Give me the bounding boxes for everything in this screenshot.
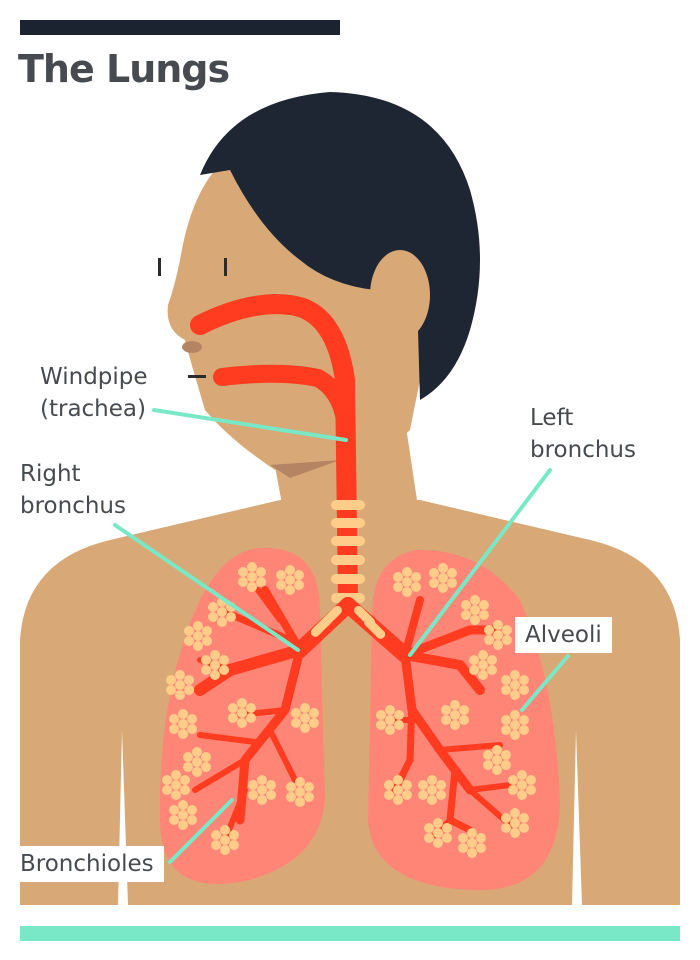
label-left-bronchus: Left bronchus <box>530 405 636 463</box>
windpipe-leader-line <box>152 408 348 442</box>
bronchus-rings <box>310 605 386 639</box>
left-bronchus-leader-line <box>408 468 552 657</box>
right-bronchus-leader-line <box>113 523 300 652</box>
page-title: The Lungs <box>18 47 230 91</box>
label-windpipe: Windpipe (trachea) <box>40 364 148 422</box>
leader-lines <box>113 408 570 864</box>
trachea-rings <box>331 500 365 603</box>
alveoli-leader-line <box>520 654 570 712</box>
airway <box>190 294 358 610</box>
label-bronchioles: Bronchioles <box>10 846 164 882</box>
label-alveoli: Alveoli <box>515 617 612 653</box>
label-right-bronchus: Right bronchus <box>20 461 126 519</box>
footer-bar <box>20 926 680 941</box>
bronchioles-leader-line <box>168 798 234 864</box>
header-bar <box>20 20 340 35</box>
